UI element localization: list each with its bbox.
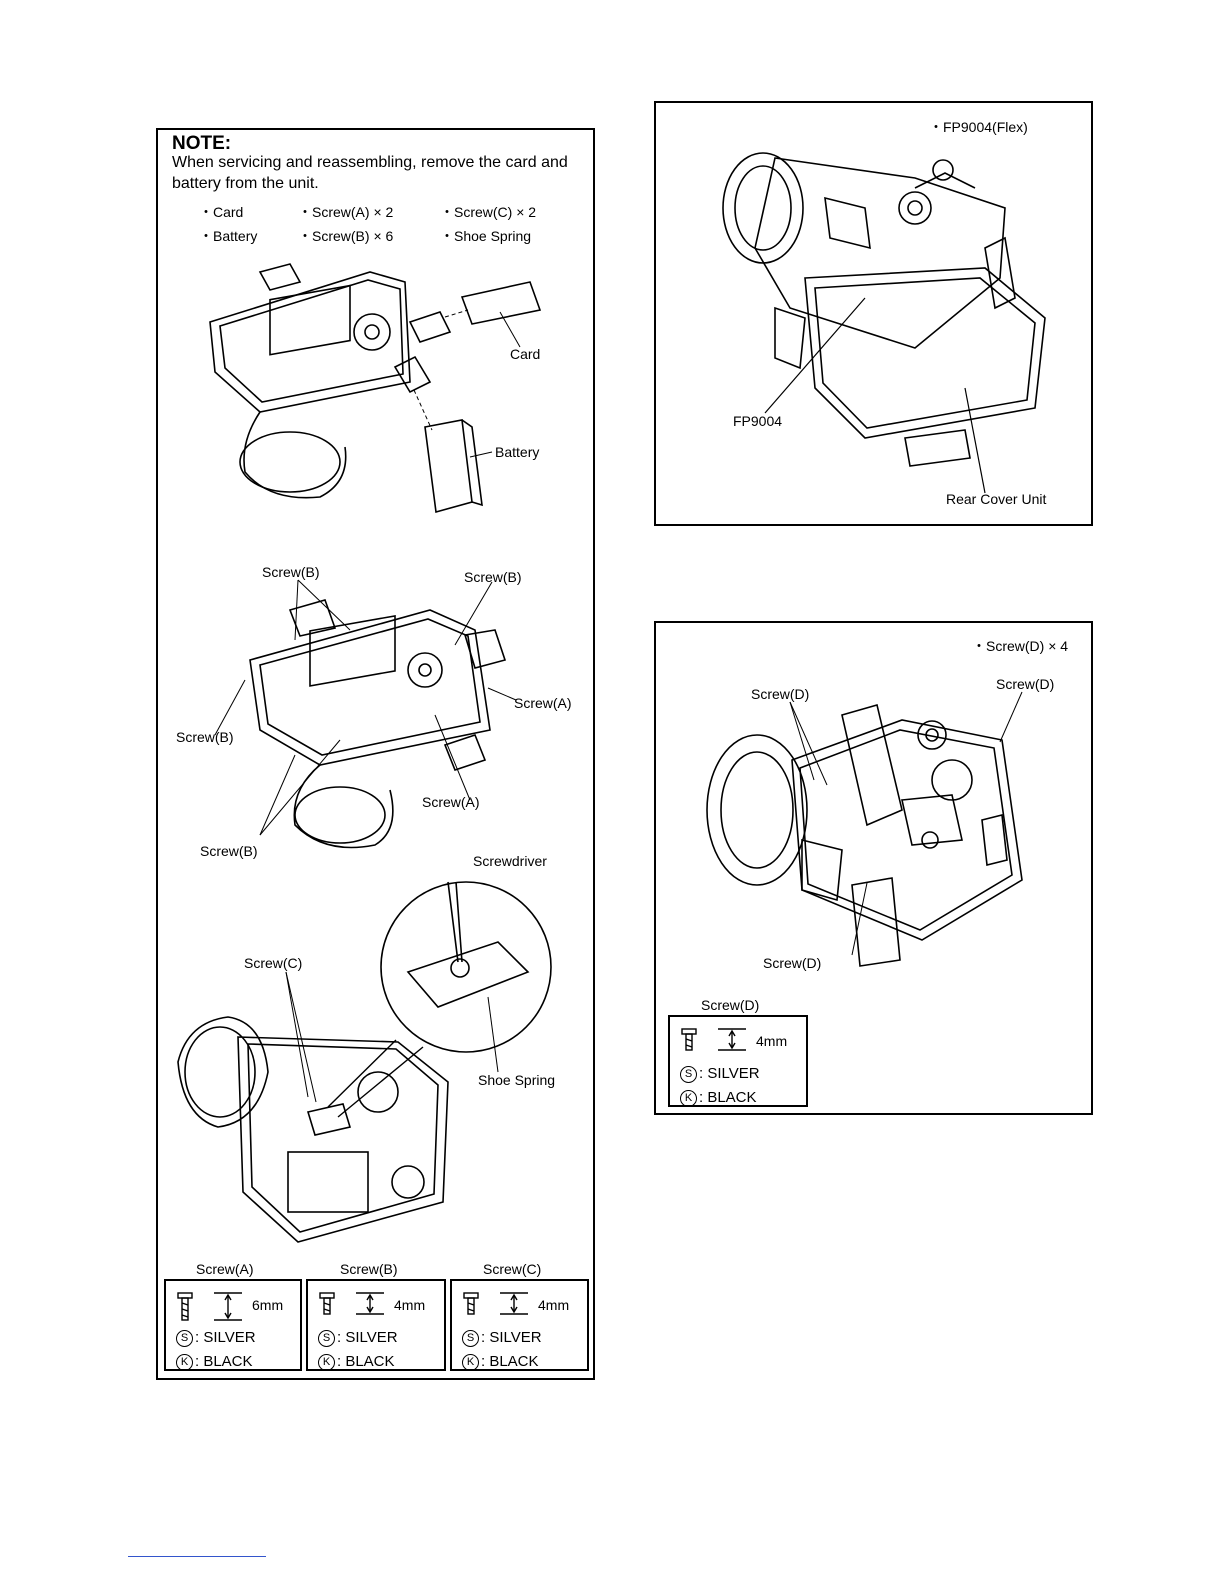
screw-a-bottom-label: Screw(A): [422, 794, 480, 810]
footer-link-underline: [128, 1556, 266, 1557]
screw-a-spec-title: Screw(A): [196, 1261, 254, 1277]
shoe-spring-label: Shoe Spring: [478, 1072, 556, 1088]
part-screw-b: ・Screw(B) × 6: [298, 228, 394, 244]
screw-d-spec-box: 4mm S: SILVER K: BLACK: [668, 1015, 808, 1107]
black-text: : BLACK: [481, 1353, 539, 1370]
screw-d-bottom-label: Screw(D): [763, 955, 822, 971]
screw-a-diagram: [177, 1292, 242, 1321]
screw-d-left-label: Screw(D): [751, 686, 810, 702]
screw-b-left-label: Screw(B): [176, 729, 234, 745]
black-code-icon: K: [318, 1354, 335, 1371]
silver-text: : SILVER: [481, 1329, 542, 1346]
screw-a-right-label: Screw(A): [514, 695, 572, 711]
screw-b-spec-box: 4mm S: SILVER K: BLACK: [306, 1279, 446, 1371]
note-line-1: When servicing and reassembling, remove …: [172, 154, 568, 171]
fp9004-label: FP9004: [733, 413, 783, 429]
camera-screws-ab-illustration: [214, 579, 517, 849]
silver-code-icon: S: [680, 1066, 697, 1083]
silver-code-icon: S: [462, 1330, 479, 1347]
screw-b-top-label: Screw(B): [262, 564, 320, 580]
note-line-2: battery from the unit.: [172, 175, 319, 192]
screwdriver-label: Screwdriver: [473, 853, 547, 869]
screw-b-diagram: [319, 1292, 384, 1315]
part-screw-a: ・Screw(A) × 2: [298, 204, 394, 220]
battery-label: Battery: [495, 444, 540, 460]
screw-b-bottom-label: Screw(B): [200, 843, 258, 859]
rear-cover-unit-label: Rear Cover Unit: [946, 491, 1047, 507]
black-text: : BLACK: [337, 1353, 395, 1370]
screw-d-header: ・Screw(D) × 4: [972, 638, 1069, 654]
screw-b-length: 4mm: [394, 1297, 426, 1313]
black-text: : BLACK: [195, 1353, 253, 1370]
silver-text: : SILVER: [195, 1329, 256, 1346]
black-code-icon: K: [176, 1354, 193, 1371]
silver-code-icon: S: [176, 1330, 193, 1347]
note-title: NOTE:: [172, 133, 232, 154]
screw-c-length: 4mm: [538, 1297, 570, 1313]
screw-b-right-label: Screw(B): [464, 569, 522, 585]
silver-text: : SILVER: [337, 1329, 398, 1346]
screw-d-right-label: Screw(D): [996, 676, 1055, 692]
screw-c-spec-box: 4mm S: SILVER K: BLACK: [450, 1279, 589, 1371]
screw-d-length: 4mm: [756, 1033, 788, 1049]
card-label: Card: [510, 346, 541, 362]
camera-card-battery-illustration: [209, 263, 542, 514]
camera-screw-d-illustration: [706, 691, 1023, 967]
silver-text: : SILVER: [699, 1065, 760, 1082]
part-screw-c: ・Screw(C) × 2: [440, 204, 537, 220]
screw-c-spec-title: Screw(C): [483, 1261, 542, 1277]
screw-c-label: Screw(C): [244, 955, 303, 971]
part-battery: ・Battery: [199, 228, 258, 244]
camera-rear-cover-flex-illustration: [722, 152, 1046, 494]
screw-d-spec-title: Screw(D): [701, 997, 760, 1013]
screw-b-spec-title: Screw(B): [340, 1261, 398, 1277]
camera-screw-c-shoe-spring-illustration: [177, 881, 552, 1243]
screw-d-diagram: [681, 1028, 746, 1051]
flex-header: ・FP9004(Flex): [929, 119, 1028, 135]
screw-a-length: 6mm: [252, 1297, 284, 1313]
part-shoe-spring: ・Shoe Spring: [440, 228, 532, 244]
screw-a-spec-box: 6mm S: SILVER K: BLACK: [164, 1279, 302, 1371]
screw-c-diagram: [463, 1292, 528, 1315]
black-code-icon: K: [680, 1090, 697, 1107]
silver-code-icon: S: [318, 1330, 335, 1347]
black-text: : BLACK: [699, 1089, 757, 1106]
part-card: ・Card: [199, 204, 244, 220]
black-code-icon: K: [462, 1354, 479, 1371]
